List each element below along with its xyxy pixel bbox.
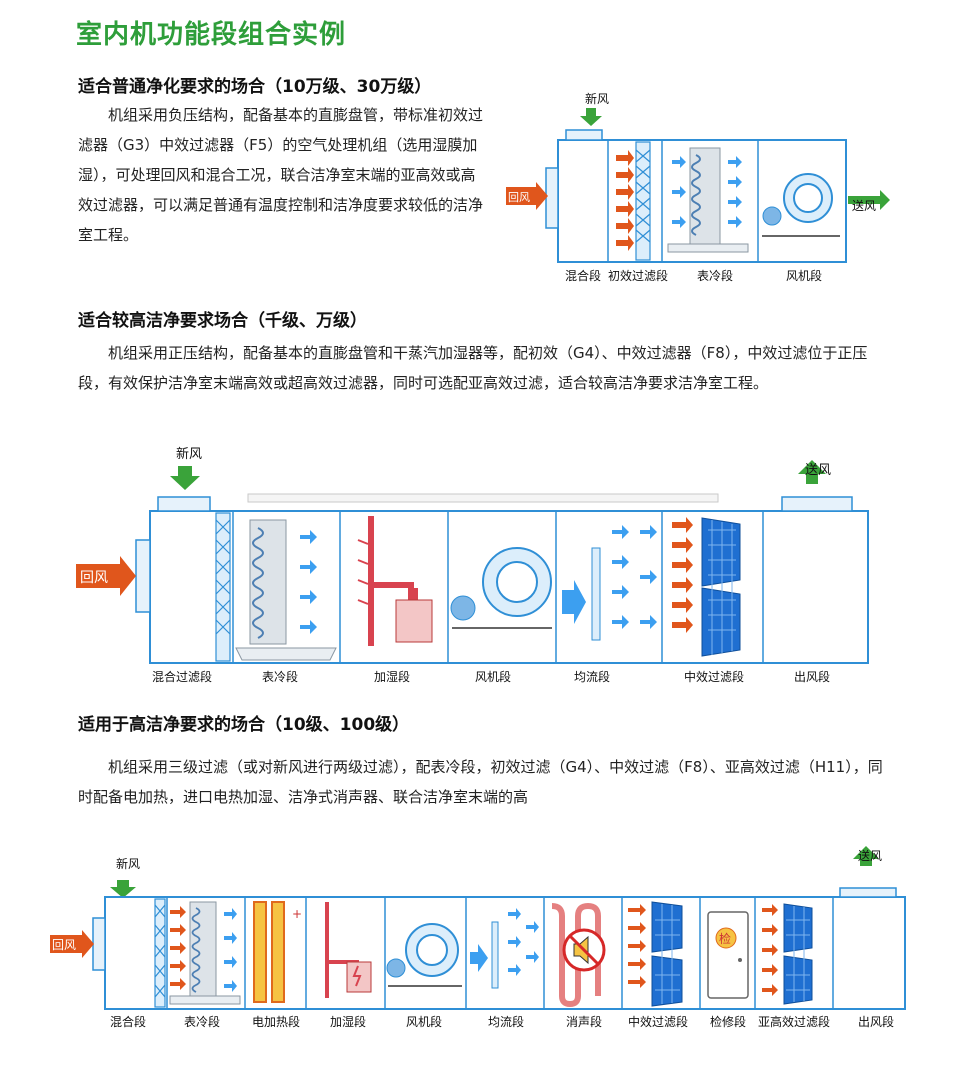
hepa-filter-3	[783, 903, 813, 1005]
humidifier-2	[357, 516, 433, 646]
supply-air-arrow-1: 送风	[848, 190, 890, 213]
fresh-air-arrow-2: 新风	[170, 446, 202, 490]
filter-mesh-1	[635, 141, 651, 261]
air-arrows-3b	[508, 908, 539, 976]
supply-air-arrow-2: 送风	[798, 460, 831, 484]
section-label: 电加热段	[252, 1014, 300, 1029]
inspection-door-3: 检	[707, 911, 749, 999]
svg-text:+: +	[292, 907, 302, 921]
section-label: 表冷段	[697, 268, 733, 283]
air-arrows-2	[300, 530, 317, 634]
svg-text:回风: 回风	[80, 570, 108, 586]
return-air-arrow-1: 回风	[506, 182, 548, 210]
svg-text:送风: 送风	[858, 848, 882, 863]
section3-heading: 适用于高洁净要求的场合（10级、100级）	[78, 715, 410, 735]
page-title: 室内机功能段组合实例	[76, 20, 347, 50]
heat-arrows-3c	[762, 904, 778, 996]
section1-text: 机组采用负压结构，配备基本的直膨盘管，带标准初效过滤器（G3）中效过滤器（F5）…	[78, 100, 488, 250]
section-label: 表冷段	[262, 669, 298, 684]
bag-filter-3	[651, 901, 683, 1007]
heat-arrows-3b	[628, 904, 646, 988]
electric-heater-3: +	[253, 901, 302, 1003]
air-arrows-3a	[224, 908, 237, 992]
fan-1	[762, 173, 840, 237]
section2-heading: 适合较高洁净要求场合（千级、万级）	[78, 311, 367, 331]
section-label: 风机段	[406, 1014, 442, 1029]
heat-arrows-3a	[170, 906, 186, 990]
section1-paragraph: 机组采用负压结构，配备基本的直膨盘管，带标准初效过滤器（G3）中效过滤器（F5）…	[78, 106, 484, 244]
diffuser-2	[562, 547, 601, 641]
top-rail-2	[247, 493, 719, 503]
supply-air-label-1: 送风	[852, 198, 876, 213]
svg-text:新风: 新风	[116, 856, 140, 871]
air-arrows-2b	[612, 525, 657, 629]
section-label: 混合段	[565, 268, 601, 283]
return-air-arrow-2: 回风	[76, 556, 136, 596]
bag-filter-2	[701, 517, 741, 657]
return-air-label-1: 回风	[508, 191, 530, 204]
svg-text:回风: 回风	[52, 938, 76, 952]
section-label: 初效过滤段	[608, 268, 668, 283]
heat-arrows-2	[672, 517, 693, 633]
section-label: 均流段	[574, 669, 610, 684]
section-label: 中效过滤段	[628, 1014, 688, 1029]
section-label: 消声段	[566, 1014, 602, 1029]
section-label: 加湿段	[374, 669, 410, 684]
svg-text:送风: 送风	[805, 463, 831, 478]
return-air-arrow-3: 回风	[50, 930, 94, 958]
fresh-air-label-1: 新风	[585, 91, 609, 106]
diffuser-3	[470, 921, 499, 989]
section-label: 加湿段	[330, 1014, 366, 1029]
heat-arrows-1	[616, 150, 634, 251]
fresh-air-damper-1	[565, 129, 603, 141]
section-label: 出风段	[858, 1014, 894, 1029]
fresh-air-arrow-1: 新风	[580, 91, 609, 126]
section-label: 均流段	[488, 1014, 524, 1029]
section-label: 风机段	[475, 669, 511, 684]
section-label: 表冷段	[184, 1014, 220, 1029]
section2-paragraph: 机组采用正压结构，配备基本的直膨盘管和干蒸汽加湿器等，配初效（G4）、中效过滤器…	[78, 344, 868, 392]
svg-text:新风: 新风	[176, 446, 202, 462]
section-label: 中效过滤段	[684, 669, 744, 684]
fan-3	[386, 923, 462, 987]
section-label: 检修段	[710, 1014, 746, 1029]
fresh-air-arrow-3: 新风	[110, 856, 140, 898]
humidifier-3	[325, 902, 372, 998]
air-arrows-1	[672, 156, 742, 228]
section-label: 混合过滤段	[152, 669, 212, 684]
filter-mesh-3	[154, 898, 166, 1008]
section-label: 混合段	[110, 1014, 146, 1029]
filter-mesh-2	[215, 512, 231, 662]
section-label: 亚高效过滤段	[758, 1014, 830, 1029]
cooling-coil-1	[667, 147, 749, 253]
supply-air-arrow-3: 送风	[853, 846, 882, 866]
fan-2	[450, 547, 552, 629]
cooling-coil-2	[235, 519, 337, 661]
section2-text: 机组采用正压结构，配备基本的直膨盘管和干蒸汽加湿器等，配初效（G4）、中效过滤器…	[78, 338, 890, 398]
inspect-badge: 检	[719, 931, 731, 946]
section3-paragraph: 机组采用三级过滤（或对新风进行两级过滤），配表冷段，初效过滤（G4）、中效过滤（…	[78, 758, 883, 806]
section3-text: 机组采用三级过滤（或对新风进行两级过滤），配表冷段，初效过滤（G4）、中效过滤（…	[78, 752, 890, 812]
section-label: 风机段	[786, 268, 822, 283]
section-label: 出风段	[794, 669, 830, 684]
section1-heading: 适合普通净化要求的场合（10万级、30万级）	[78, 77, 432, 97]
silencer-3	[551, 902, 606, 1008]
cooling-coil-3	[169, 901, 241, 1005]
